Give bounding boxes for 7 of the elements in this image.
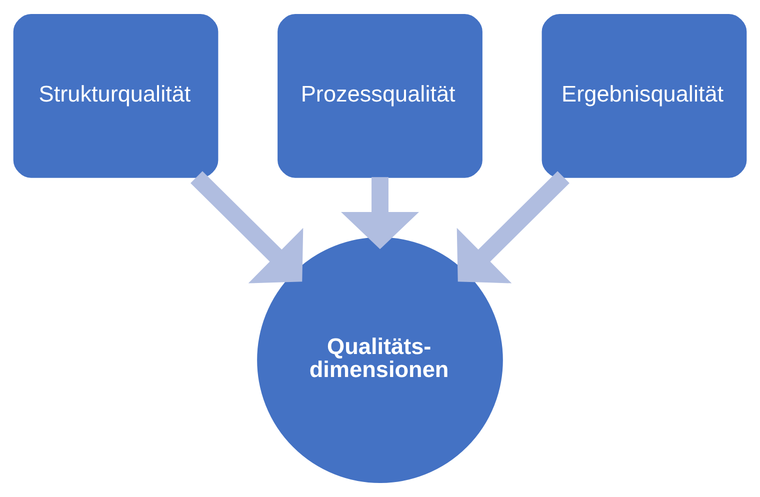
node-box: Prozessqualität (278, 14, 482, 178)
node-box: Ergebnisqualität (542, 14, 747, 178)
arrow (456, 171, 570, 284)
arrow (341, 177, 419, 250)
node-box: Strukturqualität (13, 14, 218, 178)
node-circle: Qualitäts- dimensionen (257, 237, 503, 484)
arrow (190, 171, 304, 284)
